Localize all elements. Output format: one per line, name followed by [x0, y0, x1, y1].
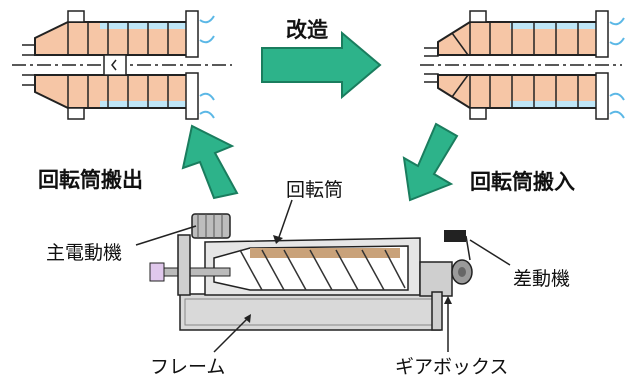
label-diff-motor: 差動機 [513, 268, 571, 290]
drum-before-modification [12, 10, 232, 120]
label-drum: 回転筒 [286, 179, 344, 201]
arrow-drum-out [181, 124, 239, 200]
label-drum-out: 回転筒搬出 [38, 168, 143, 192]
label-frame: フレーム [150, 356, 226, 378]
label-drum-in: 回転筒搬入 [470, 170, 575, 194]
label-gearbox: ギアボックス [395, 356, 509, 378]
drum-after-modification [420, 10, 625, 120]
label-modify: 改造 [286, 18, 328, 42]
label-main-motor: 主電動機 [46, 242, 123, 264]
pointer-frame [213, 317, 249, 353]
pointer-main-motor [135, 225, 197, 246]
pointer-diff-motor [469, 239, 511, 266]
decanter-machine [149, 213, 473, 331]
arrow-drum-in [402, 122, 459, 202]
pointer-drum [277, 199, 293, 241]
arrow-modify [261, 30, 382, 100]
